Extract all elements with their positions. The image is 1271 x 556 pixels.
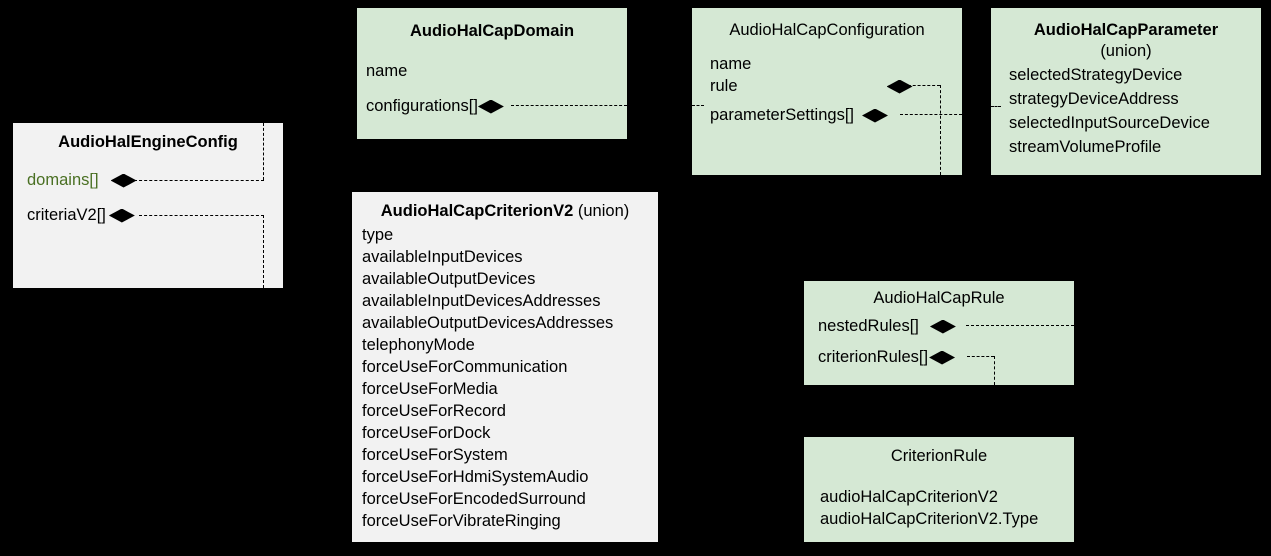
attribute-row-configurations: configurations[]: [366, 96, 504, 117]
composition-diamond-icon: [886, 79, 913, 94]
edge-criterionrules-vertical: [994, 356, 995, 385]
attribute-row-domains: domains[]: [27, 170, 137, 191]
class-title-audio-hal-cap-domain: AudioHalCapDomain: [409, 22, 575, 40]
attribute-label-available-output-devices: availableOutputDevices: [362, 270, 536, 288]
class-box-audio-hal-cap-parameter: AudioHalCapParameter (union) selectedStr…: [991, 8, 1261, 175]
edge-criteriav2-horizontal: [139, 215, 264, 216]
edge-incoming-parametersettings-stub: [991, 106, 1001, 107]
class-box-audio-hal-cap-configuration: AudioHalCapConfiguration name rule param…: [692, 8, 962, 175]
attribute-label-parametersettings: parameterSettings[]: [710, 106, 854, 124]
edge-rule-horizontal: [903, 85, 940, 86]
composition-diamond-icon: [929, 319, 956, 334]
attribute-label-telephony-mode: telephonyMode: [362, 336, 475, 354]
edge-domains-horizontal: [134, 180, 264, 181]
attribute-label-criteriav2: criteriaV2[]: [27, 206, 106, 224]
attribute-label-name: name: [366, 62, 408, 80]
edge-criterionrules-horizontal: [967, 356, 994, 357]
composition-diamond-icon: [108, 208, 135, 223]
composition-diamond-icon: [929, 350, 956, 365]
attribute-row-criteriav2: criteriaV2[]: [27, 205, 135, 226]
class-subtitle-union: (union): [1100, 42, 1152, 60]
class-box-audio-hal-cap-criterion-v2: AudioHalCapCriterionV2 (union) type avai…: [352, 192, 658, 542]
class-title-audio-hal-cap-criterion-v2: AudioHalCapCriterionV2 (union): [352, 201, 658, 222]
attribute-row-name: name: [710, 54, 751, 75]
attribute-row-nestedrules: nestedRules[]: [818, 316, 956, 337]
attribute-label-strategy-device-address: strategyDeviceAddress: [1009, 90, 1179, 108]
composition-diamond-icon: [110, 173, 137, 188]
edge-parametersettings-horizontal: [900, 114, 962, 115]
attribute-label-selected-strategy-device: selectedStrategyDevice: [1009, 66, 1183, 84]
edge-criteriav2-vertical: [263, 215, 264, 288]
attribute-label-available-output-devices-addresses: availableOutputDevicesAddresses: [362, 314, 614, 332]
attribute-label-nestedrules: nestedRules[]: [818, 317, 919, 335]
attribute-label-type: type: [362, 226, 394, 244]
attribute-label-domains: domains[]: [27, 171, 99, 189]
edge-incoming-configurations-stub: [692, 105, 704, 106]
class-title-audio-hal-cap-rule: AudioHalCapRule: [873, 289, 1005, 307]
class-title-audio-hal-engine-config: AudioHalEngineConfig: [58, 133, 238, 151]
attribute-label-audio-hal-cap-criterion-v2-type: audioHalCapCriterionV2.Type: [820, 510, 1039, 528]
edge-rule-vertical: [940, 85, 941, 175]
edge-nestedrules-horizontal: [966, 325, 1074, 326]
attribute-label-force-use-for-hdmi-system-audio: forceUseForHdmiSystemAudio: [362, 468, 589, 486]
attribute-label-criterionrules: criterionRules[]: [818, 348, 929, 366]
class-title-text: AudioHalCapCriterionV2: [380, 202, 574, 220]
attribute-row-parametersettings: parameterSettings[]: [710, 105, 888, 126]
attribute-label-force-use-for-dock: forceUseForDock: [362, 424, 491, 442]
edge-domains-vertical: [263, 123, 264, 180]
attribute-row-name: name: [366, 61, 407, 82]
edge-configurations-horizontal: [511, 105, 627, 106]
attribute-label-audio-hal-cap-criterion-v2: audioHalCapCriterionV2: [820, 488, 998, 506]
class-title-audio-hal-cap-configuration: AudioHalCapConfiguration: [729, 21, 925, 39]
attribute-label-configurations: configurations[]: [366, 97, 478, 115]
attribute-label-force-use-for-communication: forceUseForCommunication: [362, 358, 568, 376]
class-box-audio-hal-cap-domain: AudioHalCapDomain name configurations[]: [357, 8, 627, 139]
attribute-label-stream-volume-profile: streamVolumeProfile: [1009, 138, 1162, 156]
class-box-criterion-rule: CriterionRule audioHalCapCriterionV2 aud…: [804, 437, 1074, 542]
attribute-label-force-use-for-vibrate-ringing: forceUseForVibrateRinging: [362, 512, 561, 530]
attribute-label-force-use-for-media: forceUseForMedia: [362, 380, 498, 398]
attribute-label-available-input-devices: availableInputDevices: [362, 248, 523, 266]
composition-diamond-icon: [477, 99, 504, 114]
attribute-label-name: name: [710, 55, 752, 73]
attribute-label-force-use-for-encoded-surround: forceUseForEncodedSurround: [362, 490, 586, 508]
class-title-audio-hal-cap-parameter: AudioHalCapParameter: [1033, 21, 1219, 39]
attribute-label-available-input-devices-addresses: availableInputDevicesAddresses: [362, 292, 601, 310]
class-box-audio-hal-engine-config: AudioHalEngineConfig domains[] criteriaV…: [13, 123, 283, 288]
class-title-criterion-rule: CriterionRule: [890, 447, 988, 465]
attribute-row-criterionrules: criterionRules[]: [818, 347, 956, 368]
attribute-label-force-use-for-system: forceUseForSystem: [362, 446, 508, 464]
composition-diamond-icon: [862, 108, 888, 123]
class-title-union-label: (union): [577, 202, 630, 220]
attribute-label-rule: rule: [710, 77, 738, 95]
attribute-label-selected-input-source-device: selectedInputSourceDevice: [1009, 114, 1210, 132]
class-box-audio-hal-cap-rule: AudioHalCapRule nestedRules[] criterionR…: [804, 281, 1074, 385]
attribute-label-force-use-for-record: forceUseForRecord: [362, 402, 506, 420]
attribute-row-rule: rule: [710, 76, 913, 97]
